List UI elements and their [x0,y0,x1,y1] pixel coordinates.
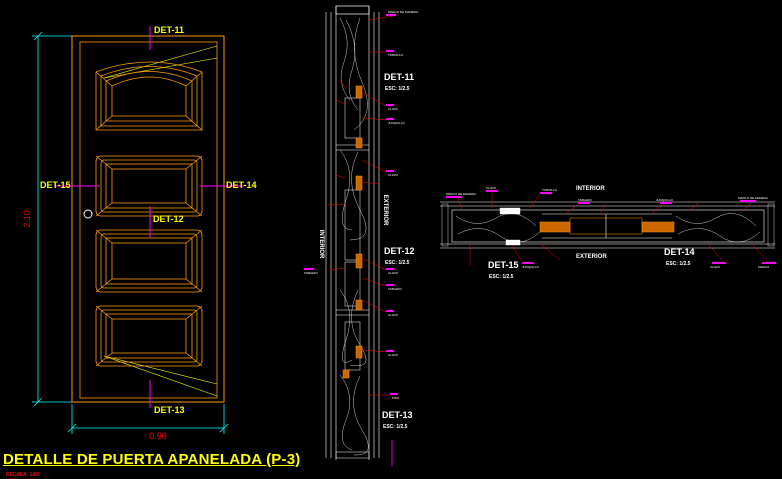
horizontal-det-15-label: DET-15 [488,260,519,270]
interior-side-label: INTERIOR [318,230,324,259]
width-dimension-text: 0.90 [149,431,167,441]
svg-text:JUNQUILLO: JUNQUILLO [656,198,674,202]
door-elevation: DET-11 DET-15 DET-14 DET-12 DET-13 2.10 … [22,25,257,441]
panel-3 [95,229,203,293]
horizontal-exterior-label: EXTERIOR [576,254,607,260]
panel-arched [95,61,203,131]
det-12-label: DET-12 [153,214,184,224]
svg-text:MARCO DE MADERA: MARCO DE MADERA [388,10,418,14]
svg-text:MARCO DE MADERA: MARCO DE MADERA [446,192,476,196]
svg-text:JUNQUILLO: JUNQUILLO [388,121,406,125]
horizontal-interior-label: INTERIOR [576,186,605,192]
svg-text:CLAVO: CLAVO [388,313,399,317]
door-frame [71,35,225,403]
svg-text:PISO: PISO [392,396,400,400]
svg-text:TORNILLO: TORNILLO [388,53,404,57]
panel-2 [95,155,203,217]
height-dimension-text: 2.10 [22,210,32,228]
vertical-section: MARCO DE MADERA TORNILLO CLAVO JUNQUILLO… [304,5,418,466]
section-det-13-scale: ESC: 1/2.5 [383,424,408,430]
horizontal-det-14-scale: ESC: 1/2.5 [666,261,691,267]
svg-text:CLAVO: CLAVO [388,271,399,275]
section-det-11-scale: ESC: 1/2.5 [385,86,410,92]
exterior-side-label: EXTERIOR [382,195,388,226]
horizontal-det-15-scale: ESC: 1/2.5 [489,274,514,280]
swing-line-bottom [103,355,218,397]
svg-text:TABLERO: TABLERO [304,271,318,275]
svg-text:JUNQUILLO: JUNQUILLO [522,265,540,269]
det-11-label: DET-11 [154,25,184,35]
door-knob [83,209,93,219]
svg-text:MARCO: MARCO [758,265,770,269]
section-det-13-label: DET-13 [382,410,413,420]
svg-text:CLAVO: CLAVO [710,265,721,269]
svg-text:TABLERO: TABLERO [388,287,402,291]
door-leaf [79,41,218,399]
drawing-scale-note: ESCALA: 1/20 [6,472,40,478]
svg-text:CLAVO: CLAVO [388,107,399,111]
det-15-label: DET-15 [40,180,71,190]
horizontal-det-14-label: DET-14 [664,247,695,257]
svg-text:TORNILLO: TORNILLO [542,188,558,192]
drawing-title: DETALLE DE PUERTA APANELADA (P-3) [3,451,301,468]
svg-text:TABLERO: TABLERO [578,198,592,202]
svg-text:MARCO DE MADERA: MARCO DE MADERA [738,196,768,200]
swing-line-top [103,45,218,79]
svg-text:CLAVO: CLAVO [486,186,497,190]
horizontal-section: MARCO DE MADERA CLAVO TORNILLO TABLERO J… [440,186,776,280]
section-det-12-label: DET-12 [384,246,415,256]
det-13-label: DET-13 [154,405,185,415]
svg-text:CLAVO: CLAVO [388,353,399,357]
svg-text:CLAVO: CLAVO [388,173,399,177]
section-det-11-label: DET-11 [384,72,414,82]
det-14-label: DET-14 [226,180,257,190]
section-det-12-scale: ESC: 1/2.5 [385,260,410,266]
panel-4 [95,305,203,367]
